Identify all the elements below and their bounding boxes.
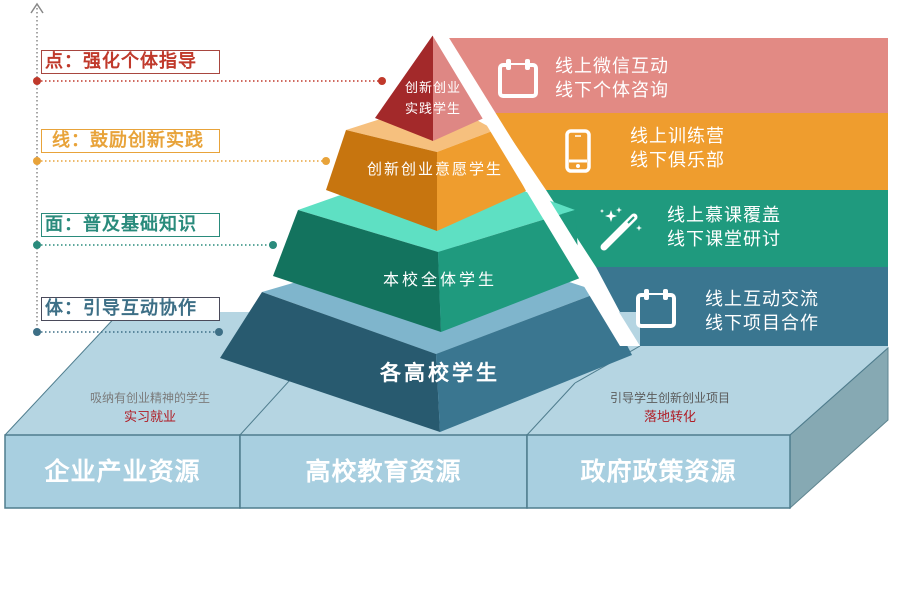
label-surface: 面：普及基础知识 <box>41 213 220 237</box>
label-point: 点：强化个体指导 <box>41 50 220 74</box>
magic-wand-icon <box>600 207 642 251</box>
enterprise-resource-label: 企业产业资源 <box>44 457 201 486</box>
band-1-text: 线上微信互动 线下个体咨询 <box>555 56 669 101</box>
label-line: 线：鼓励创新实践 <box>41 129 220 153</box>
calendar-icon <box>498 59 538 98</box>
platform-block-government <box>526 434 791 509</box>
enterprise-note: 吸纳有创业精神的学生 实习就业 <box>89 391 210 425</box>
platform-block-enterprise <box>4 434 241 509</box>
tier-2-label: 创新创业意愿学生 <box>366 160 503 178</box>
vertical-axis <box>30 2 44 332</box>
band-3 <box>546 190 888 267</box>
band-3-text: 线上慕课覆盖 线下课堂研讨 <box>667 205 781 250</box>
tier-3-label: 本校全体学生 <box>382 270 497 289</box>
student-pyramid <box>220 33 640 432</box>
label-body: 体：引导互动协作 <box>41 297 220 321</box>
band-1 <box>446 38 888 113</box>
leader-lines <box>33 77 386 336</box>
government-note: 引导学生创新创业项目 落地转化 <box>609 391 730 425</box>
band-2 <box>494 113 888 190</box>
band-2-text: 线上训练营 线下俱乐部 <box>630 126 725 171</box>
university-resource-label: 高校教育资源 <box>305 457 462 486</box>
tier-4-label: 各高校学生 <box>380 360 500 385</box>
calendar-icon <box>636 289 676 328</box>
band-4-text: 线上互动交流 线下项目合作 <box>705 289 819 334</box>
smartphone-icon <box>565 129 591 173</box>
government-resource-label: 政府政策资源 <box>580 457 737 486</box>
tier-1-label: 创新创业 实践学生 <box>404 81 461 117</box>
